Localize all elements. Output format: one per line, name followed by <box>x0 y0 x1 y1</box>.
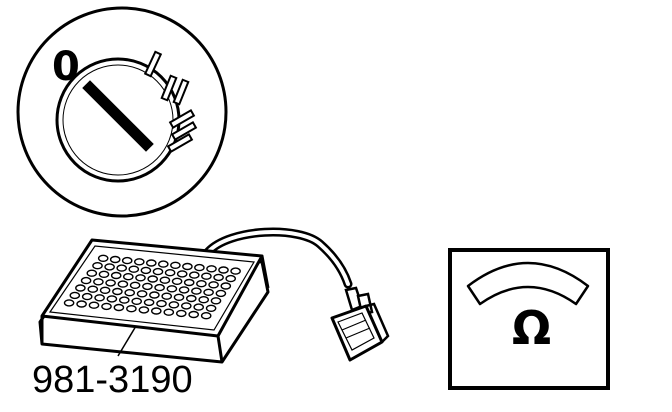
tester-pin <box>166 285 178 293</box>
tester-pin <box>116 264 127 272</box>
tester-pin <box>63 299 75 307</box>
tester-pin <box>191 287 202 295</box>
tester-pin <box>94 294 105 302</box>
tester-pin <box>193 303 204 311</box>
tester-pin-grid <box>63 254 241 320</box>
tester-unit: 981-3190 <box>32 227 390 401</box>
tester-pin <box>208 281 219 289</box>
tester-pin <box>86 269 98 277</box>
switch-position-0-label: 0 <box>52 44 80 90</box>
tester-pin <box>170 261 181 269</box>
tester-pin <box>143 298 155 307</box>
tester-pin <box>69 291 81 300</box>
switch-position-1-mark <box>143 50 163 78</box>
tester-pin <box>215 289 227 298</box>
tester-pin <box>106 295 118 303</box>
tester-pin <box>119 296 130 304</box>
tester-pin <box>183 278 195 287</box>
part-number-leader <box>117 325 137 357</box>
tester-pin <box>126 305 137 313</box>
ignition-switch: 0 <box>16 6 228 218</box>
tester-pin <box>178 286 190 294</box>
tester-pin <box>161 292 172 300</box>
tester-pin <box>230 267 241 275</box>
tester-pin <box>101 302 112 311</box>
tester-pin <box>163 308 175 316</box>
tester-pin <box>92 262 103 270</box>
tester-pin <box>147 275 158 283</box>
tester-pin <box>225 274 236 283</box>
tester-pin <box>81 292 93 301</box>
tester-pin <box>152 267 164 276</box>
tester-pin <box>105 279 116 287</box>
tester-pin <box>75 284 86 292</box>
tester-part-number: 981-3190 <box>32 359 193 401</box>
tester-pin <box>185 294 197 303</box>
tester-pin <box>201 272 212 280</box>
tester-pin <box>113 303 125 312</box>
tester-pin <box>93 278 104 286</box>
ohmmeter-scale-arc <box>466 261 590 306</box>
tester-pin <box>176 270 188 278</box>
tester-pin <box>124 289 135 297</box>
tester-pin <box>133 258 145 266</box>
tester-pin <box>156 299 167 308</box>
tester-pin <box>188 310 199 319</box>
tester-pin <box>76 300 87 308</box>
tester-pin <box>80 276 92 285</box>
tester-pin <box>140 266 152 275</box>
key-slot <box>82 80 154 152</box>
ohm-symbol: Ω <box>512 301 551 355</box>
tester-pin <box>149 291 160 299</box>
tester-pin <box>196 280 207 288</box>
tester-pin <box>109 255 121 264</box>
tester-pin <box>168 301 180 309</box>
tester-pin <box>159 276 171 284</box>
tester-pin <box>136 290 148 298</box>
tester-pin <box>128 265 140 273</box>
tester-pin <box>157 260 169 268</box>
tester-pin <box>194 263 205 272</box>
tester-pin <box>154 283 165 292</box>
tester-pin <box>164 269 176 277</box>
tester-pin <box>110 271 122 280</box>
tester-pin <box>182 262 193 271</box>
tester-pin <box>171 277 183 285</box>
tester-pin <box>142 282 153 291</box>
tester-pin <box>87 285 99 293</box>
tester-connector <box>330 286 390 362</box>
tester-pin <box>205 304 217 312</box>
tester-pin <box>98 270 110 278</box>
tester-pin <box>213 273 224 282</box>
tester-pin <box>131 297 142 305</box>
tester-pin <box>175 309 187 318</box>
tester-pin <box>117 280 129 288</box>
tester-pin <box>145 259 157 267</box>
tester-pin <box>218 266 229 274</box>
tester-pin <box>188 271 200 279</box>
switch-position-3-mark <box>166 109 198 153</box>
tester-pin <box>180 302 192 310</box>
tester-pin <box>135 274 146 282</box>
tester-pin <box>220 282 232 290</box>
ohmmeter: Ω <box>448 248 610 390</box>
tester-pin <box>150 307 162 315</box>
tester-pin <box>203 288 214 296</box>
tester-pin <box>121 256 133 265</box>
tester-pin <box>123 273 134 281</box>
tester-pin <box>97 254 109 262</box>
tester-pin <box>206 265 217 273</box>
tester-pin <box>99 286 111 294</box>
tester-pin <box>138 306 150 314</box>
switch-position-2-mark <box>160 74 190 106</box>
tester-pin <box>112 287 123 296</box>
tester-pin <box>104 263 115 271</box>
tester-pin <box>173 293 185 301</box>
tester-pin <box>88 301 100 309</box>
tester-pin <box>198 296 209 304</box>
tester-pin <box>210 297 222 305</box>
tester-pin <box>129 281 141 289</box>
tester-pin <box>200 312 212 320</box>
